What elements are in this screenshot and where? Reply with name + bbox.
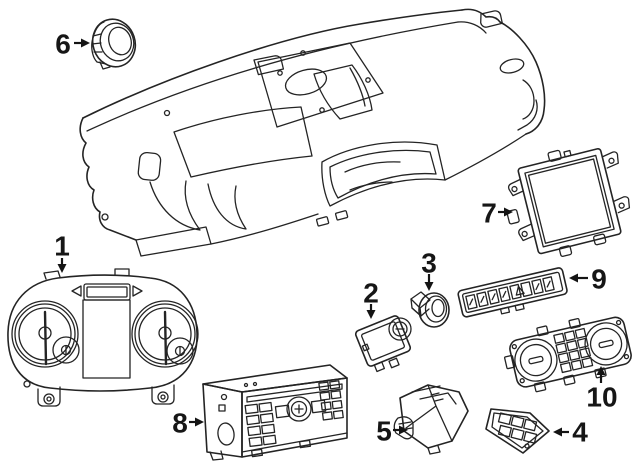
part-headlamp-switch[interactable] <box>354 315 415 376</box>
callout-6[interactable]: 6 <box>55 29 90 60</box>
callout-2-label[interactable]: 2 <box>363 278 379 309</box>
part-radio-unit[interactable] <box>202 364 348 461</box>
callout-4[interactable]: 4 <box>553 417 588 448</box>
callout-5-label[interactable]: 5 <box>376 416 392 447</box>
callout-10-label[interactable]: 10 <box>586 382 617 413</box>
screen-face <box>524 154 615 248</box>
part-switch-bank[interactable] <box>485 408 550 454</box>
callout-9-label[interactable]: 9 <box>591 264 607 295</box>
part-hazard-switch-strip[interactable] <box>457 267 568 322</box>
part-instrument-cluster[interactable] <box>7 268 199 407</box>
gauge-right <box>131 300 199 368</box>
callout-8-label[interactable]: 8 <box>172 408 188 439</box>
callout-9[interactable]: 9 <box>569 264 607 295</box>
hazard-triangle-icon <box>515 285 525 296</box>
climate-button-grid <box>553 327 594 374</box>
callout-3[interactable]: 3 <box>421 248 437 292</box>
part-climate-control[interactable] <box>500 309 635 397</box>
callout-1-label[interactable]: 1 <box>54 231 70 262</box>
strip-buttons <box>465 276 555 310</box>
radio-right-buttons <box>318 380 344 421</box>
callout-5[interactable]: 5 <box>376 416 408 447</box>
callout-4-label[interactable]: 4 <box>572 417 588 448</box>
callout-3-label[interactable]: 3 <box>421 248 437 279</box>
callout-2[interactable]: 2 <box>363 278 379 320</box>
screen-connector <box>506 208 520 225</box>
gauge-left <box>11 300 80 368</box>
radio-volume-knob <box>274 396 327 422</box>
part-sensor-knob[interactable] <box>410 291 450 328</box>
switch-bank-buttons <box>497 412 538 444</box>
part-immobilizer-antenna-ring[interactable] <box>87 14 142 73</box>
callout-7[interactable]: 7 <box>481 198 513 229</box>
dashboard-assembly <box>79 8 546 257</box>
part-display-screen[interactable] <box>495 137 638 267</box>
radio-left-buttons <box>244 401 277 448</box>
right-arrow-icon <box>132 285 143 297</box>
climate-knob-right <box>584 322 628 366</box>
callout-6-label[interactable]: 6 <box>55 29 71 60</box>
cluster-top-display <box>71 283 143 301</box>
headlamp-switch-knob <box>388 317 412 341</box>
part-switch-bracket[interactable] <box>393 384 469 455</box>
callout-1[interactable]: 1 <box>54 231 70 274</box>
left-arrow-icon <box>71 285 82 297</box>
callout-10[interactable]: 10 <box>586 366 618 413</box>
cluster-center-display <box>82 299 131 379</box>
callout-8[interactable]: 8 <box>172 408 204 439</box>
climate-knob-left <box>514 338 558 382</box>
cd-slot <box>246 383 343 403</box>
callout-7-label[interactable]: 7 <box>481 198 497 229</box>
